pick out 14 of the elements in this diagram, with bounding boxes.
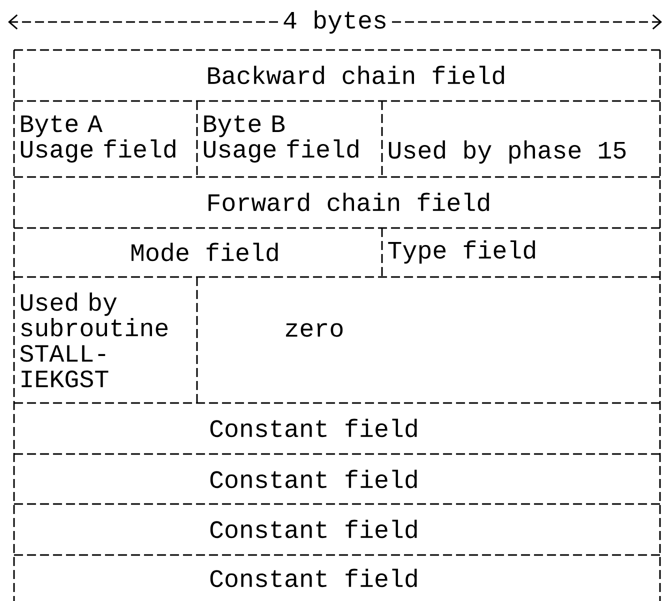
field-cell: Backward chain field bbox=[208, 66, 504, 84]
field-cell: Forward chain field bbox=[208, 192, 489, 212]
field-cell: Byte A Usage field bbox=[20, 115, 176, 163]
field-cell: zero bbox=[286, 323, 343, 337]
field-cell: Constant field bbox=[210, 418, 417, 438]
field-cell: Constant field bbox=[210, 520, 417, 538]
dimension-label: 4 bytes bbox=[284, 10, 386, 34]
field-cell: Used by subroutine STALL- IEKGST bbox=[20, 292, 168, 388]
field-cell: Mode field bbox=[132, 242, 278, 262]
field-cell: Byte B Usage field bbox=[204, 115, 358, 163]
field-cell: Type field bbox=[388, 240, 535, 264]
field-cell: Constant field bbox=[210, 470, 417, 488]
field-cell: Constant field bbox=[210, 568, 417, 588]
field-cell: Used by phase 15 bbox=[388, 140, 626, 164]
